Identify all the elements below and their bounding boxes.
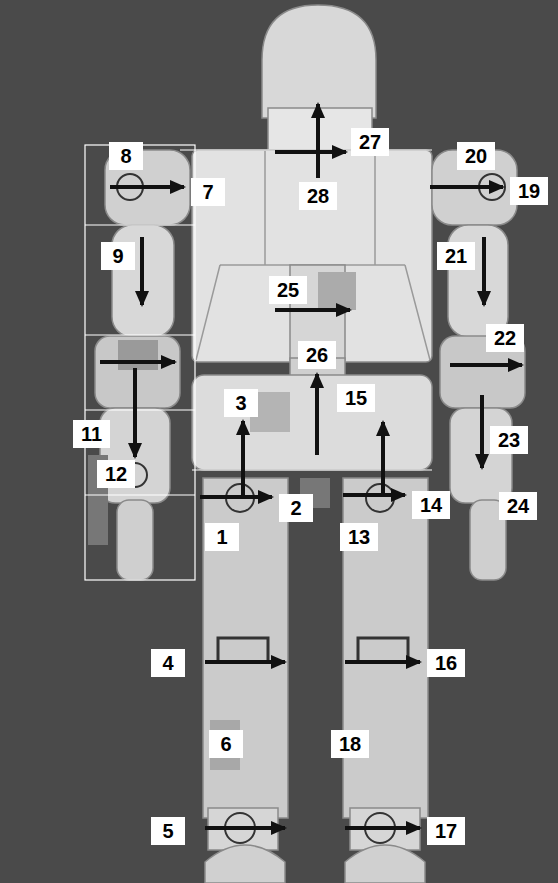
callout-number: 16	[427, 649, 465, 677]
left-elbow	[95, 336, 180, 408]
axis-arrow	[100, 360, 175, 364]
callout-number: 6	[209, 730, 243, 758]
callout-number: 5	[151, 817, 185, 845]
torso-patch	[318, 272, 356, 310]
callout-number: 19	[510, 177, 548, 205]
callout-number: 20	[457, 142, 495, 170]
callout-number: 1	[205, 523, 239, 551]
left-leg	[203, 478, 288, 818]
axis-arrow	[381, 422, 385, 495]
left-hand	[117, 500, 153, 580]
callout-number: 11	[73, 420, 110, 448]
axis-arrow	[241, 421, 245, 495]
axis-arrow	[315, 374, 319, 455]
callout-number: 21	[437, 242, 475, 270]
axis-arrow	[450, 363, 522, 367]
axis-arrow	[205, 660, 285, 664]
axis-arrow	[345, 826, 420, 830]
callout-number: 28	[299, 182, 337, 210]
axis-arrow	[133, 368, 137, 457]
axis-arrow	[343, 493, 405, 497]
axis-arrow	[275, 308, 350, 312]
frame-rect	[85, 145, 195, 580]
axis-arrow	[205, 826, 285, 830]
callout-number: 23	[490, 426, 528, 454]
callout-number: 8	[109, 142, 143, 170]
callout-number: 9	[101, 242, 135, 270]
axis-arrow	[316, 104, 320, 178]
callout-number: 18	[331, 730, 369, 758]
callout-number: 4	[151, 649, 185, 677]
axis-arrow	[275, 150, 346, 154]
right-foot	[345, 845, 425, 883]
axis-arrow	[140, 237, 144, 305]
callout-number: 14	[412, 491, 450, 519]
callout-number: 2	[279, 494, 313, 522]
axis-arrows	[100, 104, 522, 828]
torso	[192, 150, 432, 362]
frame-lines	[85, 150, 432, 495]
callout-number: 15	[337, 384, 375, 412]
left-elbow-patch	[118, 340, 158, 370]
callout-number: 13	[340, 523, 378, 551]
head	[262, 5, 376, 118]
axis-arrow	[430, 185, 503, 189]
axis-arrow	[480, 395, 484, 468]
axis-arrow	[110, 185, 184, 189]
callout-number: 25	[269, 276, 307, 304]
arm-frame-outline	[85, 145, 432, 580]
left-foot	[205, 845, 285, 883]
callout-number: 12	[97, 460, 135, 488]
callout-number: 17	[427, 817, 465, 845]
joint-circle	[366, 484, 394, 512]
callout-number: 7	[191, 178, 225, 206]
callout-number: 22	[486, 324, 524, 352]
axis-arrow	[345, 660, 420, 664]
callout-number: 24	[499, 492, 537, 520]
robot-body	[88, 5, 525, 883]
axis-arrow	[482, 237, 486, 305]
pelvis	[192, 375, 432, 470]
callout-number: 27	[351, 128, 389, 156]
torso-panel-lines	[196, 150, 430, 360]
axis-arrow	[200, 495, 272, 499]
joint-symbols	[117, 174, 505, 843]
callout-number: 3	[224, 389, 258, 417]
callout-number: 26	[298, 341, 336, 369]
